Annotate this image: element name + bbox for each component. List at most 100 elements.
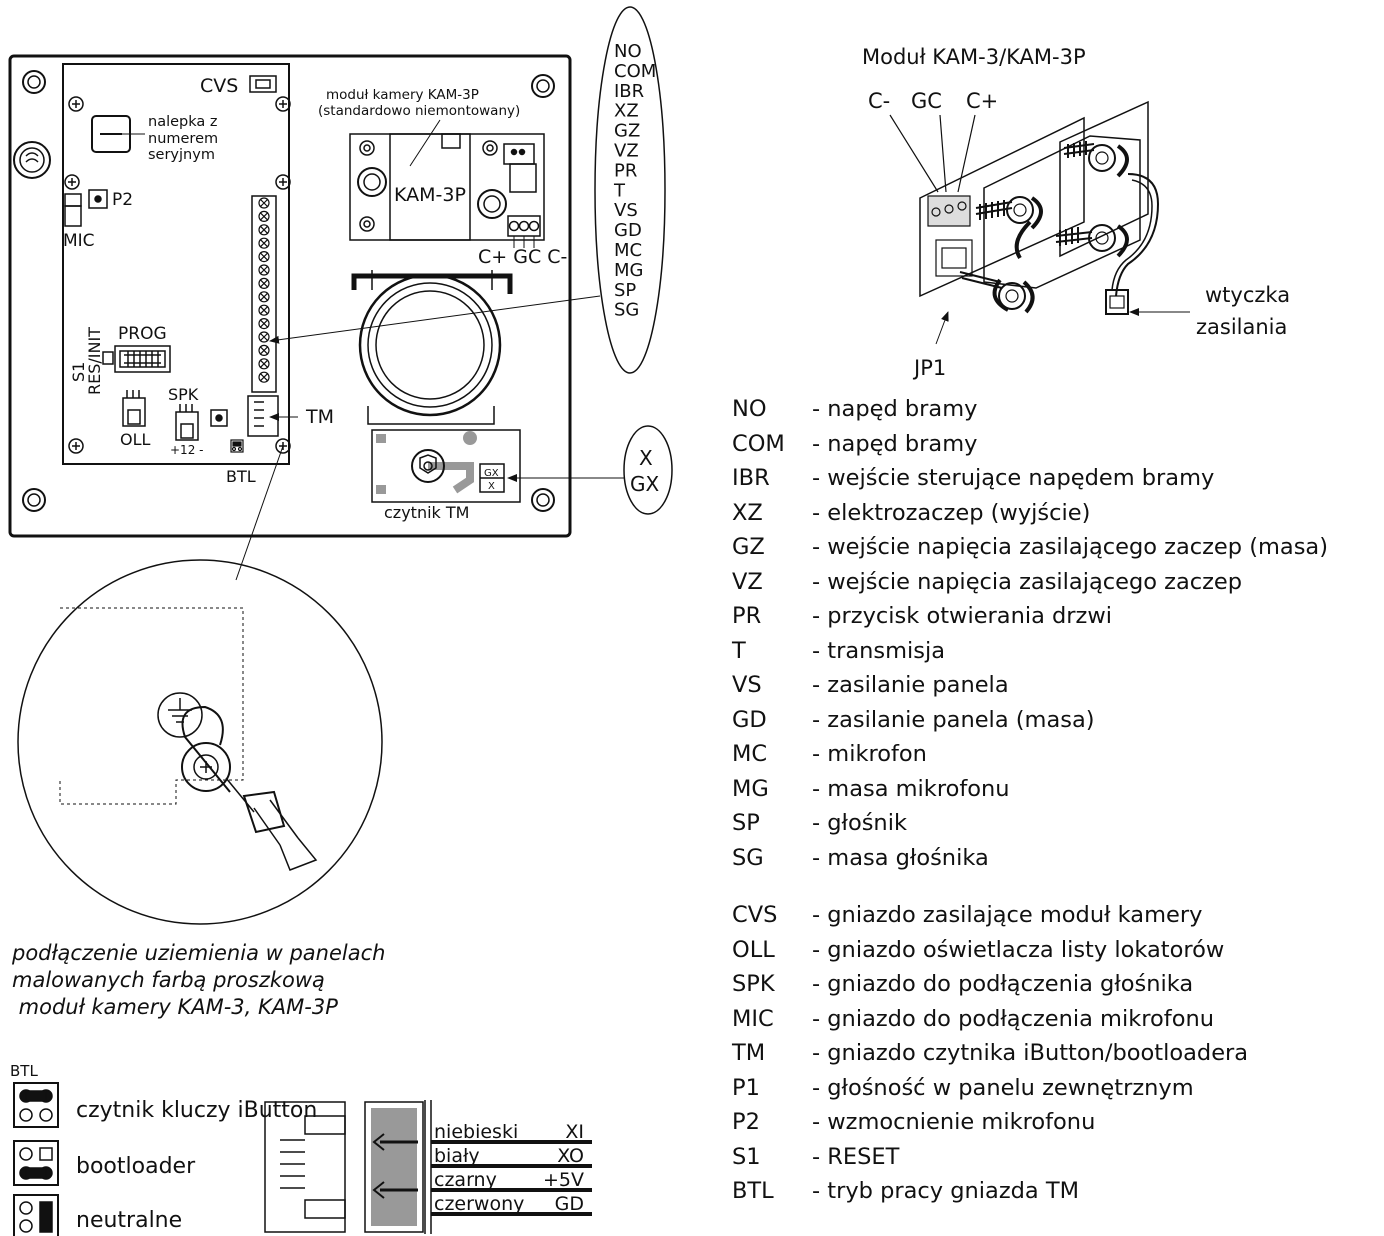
oll-connector xyxy=(122,390,146,427)
terminal-label: MG xyxy=(614,260,643,281)
legend-desc: - elektrozaczep (wyjście) xyxy=(812,499,1091,526)
terminal-screw-icon xyxy=(258,224,270,236)
cvs-label: CVS xyxy=(200,75,238,97)
terminal-screw-icon xyxy=(258,304,270,316)
tm-label: TM xyxy=(305,406,334,428)
legend-code: SPK xyxy=(732,971,775,997)
mounting-hole-icon xyxy=(22,488,46,512)
terminal-screw-icon xyxy=(258,371,270,383)
grounding-caption: podłączenie uziemienia w panelach malowa… xyxy=(12,940,385,1021)
legend-row: GZ- wejście napięcia zasilającego zaczep… xyxy=(732,530,1328,565)
legend-row: S1- RESET xyxy=(732,1140,1248,1175)
legend-desc: - tryb pracy gniazda TM xyxy=(812,1178,1080,1204)
legend-desc: - gniazdo zasilające moduł kamery xyxy=(812,902,1203,928)
spk-polarity-label: +12 - xyxy=(170,443,203,457)
legend-row: VZ- wejście napięcia zasilającego zaczep xyxy=(732,565,1328,600)
wire-signal-label: GD xyxy=(555,1193,584,1215)
legend-code: NO xyxy=(732,396,767,422)
mic-label: MIC xyxy=(63,231,95,251)
module-plug-label-2: zasilania xyxy=(1196,315,1287,339)
terminal-screw-icon xyxy=(258,331,270,343)
legend-code: SP xyxy=(732,810,760,836)
terminal-label: MC xyxy=(614,240,642,261)
ground-lug-icon xyxy=(181,705,318,871)
reader-label: czytnik TM xyxy=(384,503,469,522)
cvs-connector xyxy=(249,75,277,93)
res-init-label: RES/INIT xyxy=(85,327,104,395)
legend-desc: - wejście napięcia zasilającego zaczep (… xyxy=(812,534,1328,560)
legend-code: BTL xyxy=(732,1178,774,1204)
caption-line: malowanych farbą proszkową xyxy=(12,968,325,992)
legend-row: PR- przycisk otwierania drzwi xyxy=(732,599,1328,634)
legend-row: TM- gniazdo czytnika iButton/bootloadera xyxy=(732,1036,1248,1071)
wire-signal-label: XO xyxy=(557,1145,584,1167)
legend-desc: - wejście sterujące napędem bramy xyxy=(812,465,1215,491)
legend-desc: - masa mikrofonu xyxy=(812,775,1010,802)
legend-code: CVS xyxy=(732,902,778,928)
terminal-screw-icon xyxy=(258,318,270,330)
xgx-callout xyxy=(623,425,673,515)
wire-color-label: czarny xyxy=(434,1169,497,1191)
screw-icon xyxy=(275,96,291,112)
legend-code: SG xyxy=(732,844,764,871)
legend-row: MIC- gniazdo do podłączenia mikrofonu xyxy=(732,1002,1248,1037)
camera-module-kam3p xyxy=(349,133,545,241)
module-gc: GC xyxy=(911,89,942,113)
legend-row: P2- wzmocnienie mikrofonu xyxy=(732,1105,1248,1140)
terminal-strip xyxy=(251,195,277,393)
legend-desc: - zasilanie panela (masa) xyxy=(812,706,1095,733)
legend-desc: - mikrofon xyxy=(812,741,927,767)
legend-code: VS xyxy=(732,672,762,698)
legend-desc: - głośnik xyxy=(812,810,907,836)
legend-code: XZ xyxy=(732,499,763,526)
terminal-label: T xyxy=(613,180,626,201)
reader-x-label: X xyxy=(488,481,495,492)
legend-row: OLL- gniazdo oświetlacza listy lokatorów xyxy=(732,933,1248,968)
legend-desc: - masa głośnika xyxy=(812,844,989,871)
btl-mode-ibutton-icon xyxy=(13,1082,59,1128)
camera-pins-label: C+ GC C- xyxy=(478,246,567,268)
reader-gx-label: GX xyxy=(484,468,499,479)
camera-label-1: moduł kamery KAM-3P xyxy=(326,87,479,103)
legend-row: VS- zasilanie panela xyxy=(732,668,1328,703)
camera-module-illustration: Moduł KAM-3/KAM-3P C- GC C+ xyxy=(862,45,1290,380)
wire-signal-label: XI xyxy=(565,1121,584,1143)
legend-desc: - transmisja xyxy=(812,637,946,664)
btl-mode-neutral-icon xyxy=(13,1194,59,1236)
potentiometer-p1-icon xyxy=(13,141,51,179)
legend-row: COM- napęd bramy xyxy=(732,427,1328,462)
btl-mode-neutral: neutralne xyxy=(76,1208,182,1233)
module-title: Moduł KAM-3/KAM-3P xyxy=(862,45,1086,69)
terminal-label: IBR xyxy=(614,81,644,102)
legend-desc: - RESET xyxy=(812,1143,900,1170)
legend-code: COM xyxy=(732,430,785,457)
terminal-screw-icon xyxy=(258,344,270,356)
terminal-label: XZ xyxy=(614,101,639,122)
terminal-callout xyxy=(594,6,666,374)
module-jp1-label: JP1 xyxy=(912,356,946,380)
tm-socket-icon xyxy=(264,1101,346,1233)
mic-connector xyxy=(64,193,82,227)
legend-desc: - wzmocnienie mikrofonu xyxy=(812,1109,1096,1135)
legend-code: IBR xyxy=(732,465,770,491)
sticker-label-1: nalepka z xyxy=(148,114,217,130)
screw-icon xyxy=(64,174,80,190)
terminal-label: VS xyxy=(614,200,638,221)
xgx-callout-gx: GX xyxy=(630,472,659,496)
speaker-icon xyxy=(351,270,513,425)
legend-desc: - wejście napięcia zasilającego zaczep xyxy=(812,568,1243,595)
oll-label: OLL xyxy=(120,430,151,449)
terminal-label: VZ xyxy=(614,141,639,162)
legend-desc: - gniazdo do podłączenia mikrofonu xyxy=(812,1005,1214,1032)
p2-label: P2 xyxy=(112,190,133,210)
mounting-hole-icon xyxy=(531,74,555,98)
detail-leader-line xyxy=(235,445,284,581)
module-c-plus: C+ xyxy=(966,89,998,113)
wire-color-label: czerwony xyxy=(434,1193,524,1215)
btl-mode-bootloader: bootloader xyxy=(76,1154,196,1179)
legend-code: TM xyxy=(732,1040,766,1066)
terminal-screw-icon xyxy=(258,210,270,222)
terminal-screw-icon xyxy=(258,197,270,209)
